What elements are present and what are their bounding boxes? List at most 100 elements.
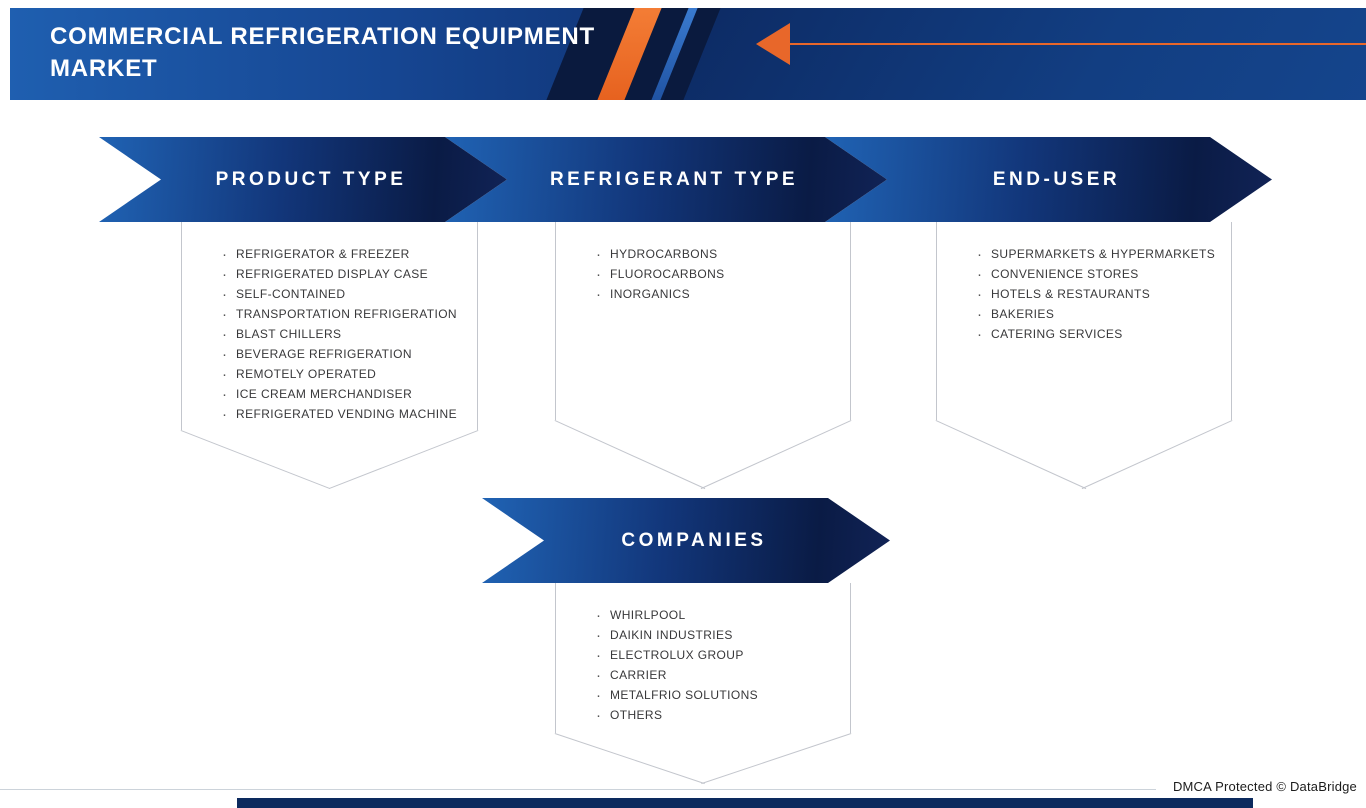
list-item: · REFRIGERATED VENDING MACHINE: [222, 404, 469, 424]
bullet-icon: ·: [222, 285, 227, 303]
list-item: · REFRIGERATOR & FREEZER: [222, 244, 469, 264]
segment-ribbon-refrigerant-type: REFRIGERANT TYPE: [445, 137, 887, 222]
bullet-icon: ·: [596, 285, 601, 303]
segment-title: END-USER: [992, 168, 1121, 190]
list-item: · REFRIGERATED DISPLAY CASE: [222, 264, 469, 284]
left-arrow-line: [790, 43, 1366, 45]
v-border-left: [554, 420, 706, 490]
bullet-icon: ·: [977, 265, 982, 283]
list-item-label: INORGANICS: [610, 287, 691, 301]
list-item-label: REFRIGERATED DISPLAY CASE: [236, 267, 429, 281]
list-item-label: WHIRLPOOL: [610, 608, 686, 622]
footer-bar: [237, 798, 1253, 808]
bullet-icon: ·: [596, 706, 601, 724]
list-item: · OTHERS: [596, 705, 842, 725]
segment-list-product-type: · REFRIGERATOR & FREEZER · REFRIGERATED DIS…: [180, 222, 479, 490]
list-item: · BLAST CHILLERS: [222, 324, 469, 344]
bullet-icon: ·: [977, 285, 982, 303]
segment-list-companies: · WHIRLPOOL · DAIKIN INDUSTRIES · ELECTROLUX …: [554, 583, 852, 785]
segment-title: REFRIGERANT TYPE: [549, 168, 799, 190]
list-item: · HYDROCARBONS: [596, 244, 842, 264]
list-item: · METALFRIO SOLUTIONS: [596, 685, 842, 705]
v-border-left: [935, 420, 1087, 490]
list-item-label: CATERING SERVICES: [991, 327, 1123, 341]
list-item: · WHIRLPOOL: [596, 605, 842, 625]
list-item: · SELF-CONTAINED: [222, 284, 469, 304]
header-banner: COMMERCIAL REFRIGERATION EQUIPMENT MARKE…: [10, 8, 1366, 100]
list-item: · ELECTROLUX GROUP: [596, 645, 842, 665]
list-item: · INORGANICS: [596, 284, 842, 304]
list-item-label: BAKERIES: [991, 307, 1055, 321]
dmca-label: DMCA Protected © DataBridge: [1172, 779, 1357, 794]
bullet-icon: ·: [596, 245, 601, 263]
list-item-label: SUPERMARKETS & HYPERMARKETS: [991, 247, 1216, 261]
bullet-icon: ·: [222, 245, 227, 263]
list-item: · BEVERAGE REFRIGERATION: [222, 344, 469, 364]
bullet-icon: ·: [596, 626, 601, 644]
bullet-icon: ·: [222, 265, 227, 283]
left-arrow-icon: [756, 23, 790, 65]
segment-list-end-user: · SUPERMARKETS & HYPERMARKETS · CONVENIENCE…: [935, 222, 1233, 490]
v-border-left: [554, 733, 705, 785]
list-item: · SUPERMARKETS & HYPERMARKETS: [977, 244, 1223, 264]
segment-ribbon-end-user: END-USER: [825, 137, 1272, 222]
list-item: · DAIKIN INDUSTRIES: [596, 625, 842, 645]
bullet-icon: ·: [222, 365, 227, 383]
list-item: · REMOTELY OPERATED: [222, 364, 469, 384]
list-item-label: SELF-CONTAINED: [236, 287, 346, 301]
list-item-label: CARRIER: [610, 668, 667, 682]
list-item-label: BEVERAGE REFRIGERATION: [236, 347, 412, 361]
list-item: · BAKERIES: [977, 304, 1223, 324]
list-item: · TRANSPORTATION REFRIGERATION: [222, 304, 469, 324]
bullet-icon: ·: [222, 325, 227, 343]
list-item-label: BLAST CHILLERS: [236, 327, 342, 341]
segment-ribbon-product-type: PRODUCT TYPE: [99, 137, 507, 222]
list-item-label: REFRIGERATOR & FREEZER: [236, 247, 410, 261]
bullet-icon: ·: [222, 385, 227, 403]
list-item: · ICE CREAM MERCHANDISER: [222, 384, 469, 404]
list-item-label: FLUOROCARBONS: [610, 267, 725, 281]
bullet-icon: ·: [222, 405, 227, 423]
list-item: · CARRIER: [596, 665, 842, 685]
list-item-label: OTHERS: [610, 708, 663, 722]
segment-ribbon-companies: COMPANIES: [482, 498, 890, 583]
segment-items: · SUPERMARKETS & HYPERMARKETS · CONVENIENCE…: [937, 222, 1231, 344]
list-item-label: REFRIGERATED VENDING MACHINE: [236, 407, 457, 421]
bullet-icon: ·: [596, 646, 601, 664]
bullet-icon: ·: [596, 666, 601, 684]
v-border-left: [180, 430, 331, 490]
bullet-icon: ·: [977, 245, 982, 263]
bullet-icon: ·: [977, 305, 982, 323]
page-title: COMMERCIAL REFRIGERATION EQUIPMENT MARKE…: [50, 23, 595, 82]
list-item-label: CONVENIENCE STORES: [991, 267, 1139, 281]
list-item: · FLUOROCARBONS: [596, 264, 842, 284]
footer-divider: [0, 789, 1156, 790]
list-item-label: ELECTROLUX GROUP: [610, 648, 744, 662]
bullet-icon: ·: [596, 265, 601, 283]
list-item-label: METALFRIO SOLUTIONS: [610, 688, 759, 702]
segment-title: COMPANIES: [621, 529, 767, 551]
list-item: ·CATERING SERVICES: [977, 324, 1223, 344]
bullet-icon: ·: [222, 305, 227, 323]
list-item: · CONVENIENCE STORES: [977, 264, 1223, 284]
list-item: · HOTELS & RESTAURANTS: [977, 284, 1223, 304]
segment-list-refrigerant-type: · HYDROCARBONS · FLUOROCARBONS · INORGANICS: [554, 222, 852, 490]
segment-items: · HYDROCARBONS · FLUOROCARBONS · INORGANICS: [556, 222, 850, 304]
list-item-label: DAIKIN INDUSTRIES: [610, 628, 733, 642]
v-border-right: [328, 430, 479, 490]
v-border-right: [1081, 420, 1233, 490]
list-item-label: TRANSPORTATION REFRIGERATION: [236, 307, 457, 321]
bullet-icon: ·: [596, 686, 601, 704]
segment-items: · REFRIGERATOR & FREEZER · REFRIGERATED DIS…: [182, 222, 477, 424]
list-item-label: ICE CREAM MERCHANDISER: [236, 387, 413, 401]
v-border-right: [700, 420, 852, 490]
bullet-icon: ·: [596, 606, 601, 624]
list-item-label: HYDROCARBONS: [610, 247, 718, 261]
v-border-right: [701, 733, 852, 785]
list-item-label: REMOTELY OPERATED: [236, 367, 377, 381]
segment-items: · WHIRLPOOL · DAIKIN INDUSTRIES · ELECTROLUX …: [556, 583, 850, 725]
bullet-icon: ·: [222, 345, 227, 363]
list-item-label: HOTELS & RESTAURANTS: [991, 287, 1151, 301]
segment-title: PRODUCT TYPE: [215, 168, 407, 190]
